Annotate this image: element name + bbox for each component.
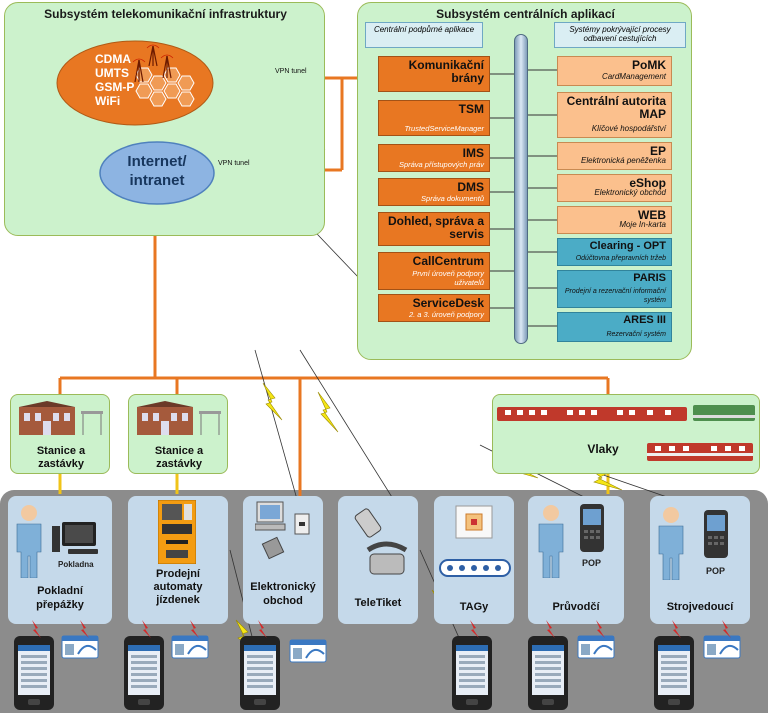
channel-teletiket[interactable]: TeleTiket [338,496,418,624]
channel-conductor[interactable]: POP Průvodčí [528,496,624,624]
trains-label: Vlaky [587,442,619,456]
app-eshop[interactable]: eShop Elektronický obchod [557,174,672,202]
app-title: WEB [638,208,666,222]
app-title: DMS [457,180,484,194]
app-subtitle: Prodejní a rezervační informační systém [564,288,666,304]
station-building-icon [19,401,103,435]
pda-icon [580,504,604,552]
channel-cashier[interactable]: Pokladna Pokladní přepážky [8,496,112,624]
stations-label-1: Stanice a zastávky [36,445,86,470]
app-title: eShop [629,176,666,190]
person-icon [658,507,684,580]
network-cdma: CDMA [95,52,131,66]
app-dms[interactable]: DMS Správa dokumentů [378,178,490,206]
app-subtitle: Správa přístupových práv [398,160,484,169]
network-list: CDMA UMTS GSM-P WiFi [95,52,155,108]
app-title: ARES III [623,314,666,326]
stations-box-2: Stanice a zastávky [128,394,228,474]
app-ims[interactable]: IMS Správa přístupových práv [378,144,490,172]
ticket-machine-icon [158,500,196,564]
app-title: Dohled, správa a servis [387,214,484,241]
app-subtitle: TrustedServiceManager [404,124,484,133]
app-subtitle: Odúčtovna přepravních tržeb [575,255,666,262]
app-title: TSM [458,102,484,116]
pop-label: POP [706,566,726,576]
app-communication-gateways[interactable]: Komunikační brány [378,56,490,92]
channel-label: Strojvedoucí [666,601,734,613]
channel-eshop[interactable]: Elektronický obchod [243,496,323,624]
telecom-title: Subsystém telekomunikační infrastruktury [44,7,287,21]
vpn-label-1: VPN tunel [275,68,307,75]
app-title: Clearing - OPT [589,240,666,252]
app-web[interactable]: WEB Moje In-karta [557,206,672,234]
internet-cloud [99,141,215,205]
app-subtitle: Elektronický obchod [594,188,666,197]
tag-icon [439,505,511,577]
app-title: IMS [462,146,484,160]
network-wifi: WiFi [95,94,121,108]
channel-label: TeleTiket [354,597,402,609]
app-subtitle: Elektronická peněženka [581,156,666,165]
app-subtitle: Správa dokumentů [421,194,484,203]
app-subtitle: První úroveň podpory uživatelů [412,269,484,287]
mobile-network-cloud [56,40,214,126]
trains-box: Vlaky [492,394,760,474]
app-paris[interactable]: PARIS Prodejní a rezervační informační s… [557,270,672,308]
train-icons [497,405,755,461]
stations-box-1: Stanice a zastávky [10,394,110,474]
person-icon [16,505,42,578]
app-subtitle: Klíčové hospodářství [591,124,666,133]
app-callcentrum[interactable]: CallCentrum První úroveň podpory uživate… [378,252,490,290]
app-servicedesk[interactable]: ServiceDesk 2. a 3. úroveň podpory [378,294,490,322]
app-ep[interactable]: EP Elektronická peněženka [557,142,672,170]
app-title: CallCentrum [412,254,484,268]
channel-label: Průvodčí [552,601,600,613]
internet-label: Internet/ intranet [127,153,187,189]
app-subtitle: Rezervační systém [606,331,666,338]
computer-icon [52,522,98,554]
header-support-apps: Centrální podpůrné aplikace [365,22,483,48]
phone-icon [354,508,408,575]
app-title: Centrální autorita MAP [566,94,666,121]
channel-ticket-machines[interactable]: Prodejní automaty jízdenek [128,496,228,624]
channel-label: TAGy [459,601,489,613]
station-building-icon [137,401,221,435]
central-title: Subsystém centrálních aplikací [436,7,615,21]
app-ares-iii[interactable]: ARES III Rezervační systém [557,312,672,342]
app-title: PARIS [633,272,666,284]
vpn-label-2: VPN tunel [218,160,250,167]
app-subtitle: Moje In-karta [619,220,666,229]
channel-label: Pokladní přepážky [36,585,84,611]
network-gsmp: GSM-P [95,80,135,94]
pop-label: POP [582,558,602,568]
channel-tags[interactable]: TAGy [434,496,514,624]
bottom-devices [14,620,741,710]
app-tsm[interactable]: TSM TrustedServiceManager [378,100,490,136]
header-passenger-systems: Systémy pokrývající procesy odbavení ces… [554,22,686,48]
app-central-authority-map[interactable]: Centrální autorita MAP Klíčové hospodářs… [557,92,672,138]
channel-driver[interactable]: POP Strojvedoucí [650,496,750,624]
pda-icon [704,510,728,558]
app-monitoring-service[interactable]: Dohled, správa a servis [378,212,490,246]
app-title: PoMK [632,58,666,72]
app-clearing-opt[interactable]: Clearing - OPT Odúčtovna přepravních trž… [557,238,672,266]
app-title: Komunikační brány [408,58,484,85]
stations-label-2: Stanice a zastávky [154,445,204,470]
channel-label: Elektronický obchod [250,581,316,607]
app-title: EP [649,144,666,158]
channel-label: Prodejní automaty jízdenek [153,568,203,606]
network-umts: UMTS [95,66,129,80]
app-subtitle: 2. a 3. úroveň podpory [408,310,484,319]
app-title: ServiceDesk [412,296,484,310]
person-icon [538,505,564,578]
integration-bus [514,34,528,344]
pc-icon [255,501,310,560]
app-subtitle: CardManagement [601,72,666,81]
app-pomk[interactable]: PoMK CardManagement [557,56,672,86]
cashier-extra-label: Pokladna [58,560,94,569]
